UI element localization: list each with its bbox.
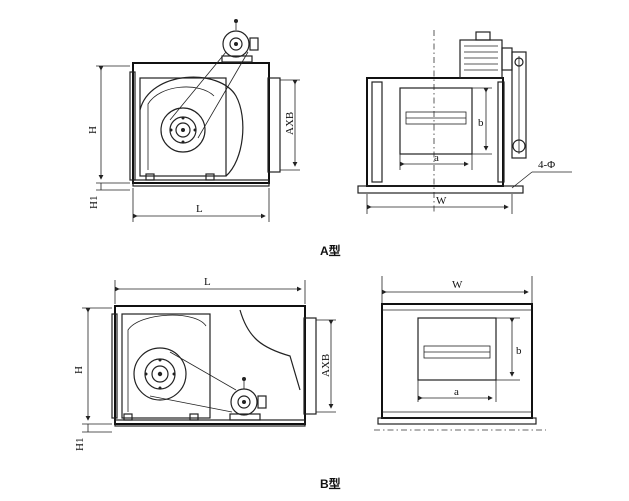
fig-a-side-dim-h1: H1 [88, 196, 100, 209]
fig-a-front-dim-a: a [434, 152, 439, 164]
fig-b-side-dim-axb: AXB [320, 354, 332, 377]
fig-a-front-outlet [399, 87, 473, 155]
fig-a-side-dim-axb: AXB [284, 112, 296, 135]
fig-b-front-view: W b a [374, 276, 546, 431]
fig-b-side-dim-h1: H1 [74, 438, 86, 451]
fig-a-side-outlet-flange [267, 77, 281, 173]
fig-b-front-dim-b: b [516, 345, 522, 357]
fig-a-scroll-curve [139, 76, 244, 177]
fig-b-caption: B型 [320, 476, 341, 491]
fig-a-foot-right [205, 173, 215, 181]
fig-a-front-motor [459, 31, 513, 79]
fig-b-front-base [377, 417, 537, 425]
fig-a-front-dim-b: b [478, 117, 484, 129]
fig-b-belt-1 [169, 351, 237, 391]
fig-a-side-base [132, 179, 270, 187]
fig-b-scroll-curve [239, 309, 301, 391]
fig-b-side-dim-h: H [73, 366, 85, 374]
fig-a-impeller [160, 107, 206, 153]
fig-a-side-dim-l: L [196, 203, 203, 215]
fig-a-front-dim-w: W [436, 195, 447, 207]
fig-b-front-housing [381, 303, 533, 419]
fig-b-side-outlet-flange [303, 317, 317, 415]
fig-b-front-dim-a: a [454, 386, 459, 398]
fig-b-side-dim-l: L [204, 276, 211, 288]
fig-a-front-belt-guard [511, 51, 527, 159]
fig-b-side-inner-frame [121, 313, 211, 419]
fig-a-foot-left [145, 173, 155, 181]
fig-b-front-outlet [417, 317, 497, 381]
fig-a-side-dim-h: H [87, 126, 99, 134]
fig-a-belt-1 [169, 51, 227, 121]
fig-a-side-housing [132, 62, 270, 184]
fig-a-front-housing [366, 77, 504, 187]
fig-a-front-view: b a W 4-Φ [357, 30, 572, 214]
fig-b-motor [229, 377, 267, 421]
fig-a-scroll-inner [147, 86, 215, 170]
fig-a-front-base [357, 185, 524, 194]
fig-b-scroll-inner [127, 314, 207, 412]
fig-a-motor [221, 19, 259, 63]
fig-b-side-view: L H H1 AXB [73, 276, 336, 451]
fig-a-side-inner-frame [139, 77, 227, 177]
fig-a-caption: A型 [320, 243, 341, 258]
fig-a-side-view: H H1 L AXB [87, 19, 300, 222]
fig-a-belt-2 [197, 51, 249, 139]
fig-a-front-dim-holes: 4-Φ [538, 159, 555, 171]
fig-b-side-housing [114, 305, 306, 425]
fig-b-belt-2 [149, 395, 233, 413]
fig-b-impeller [133, 347, 187, 401]
fig-b-front-dim-w: W [452, 279, 463, 291]
